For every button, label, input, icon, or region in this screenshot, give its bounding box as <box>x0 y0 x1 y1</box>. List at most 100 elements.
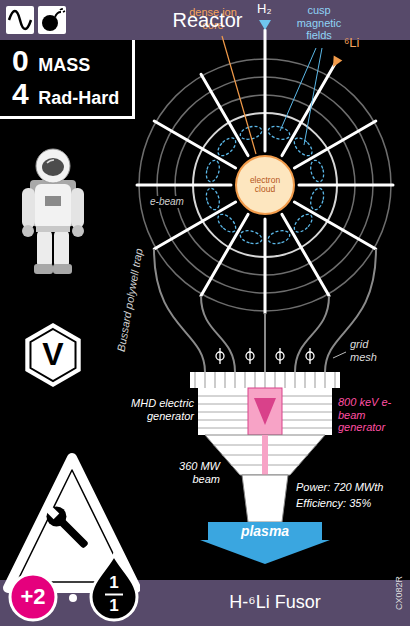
part-label: 800 keV e-beam generator <box>338 396 402 434</box>
core-shape <box>236 156 294 214</box>
fuse-symbol <box>55 12 61 17</box>
icon-tile <box>38 6 66 34</box>
astronaut-visor <box>42 158 64 176</box>
wrench-head <box>42 502 70 530</box>
node-text: H-⁶Li Fusor <box>229 593 320 613</box>
cusp-loop <box>291 135 315 159</box>
node-text: Rad-Hard <box>38 89 122 109</box>
plasma-arrow: plasma <box>200 522 330 564</box>
electrode-symbol <box>279 348 280 364</box>
drop-shape <box>91 555 137 620</box>
thrust-circle: +2 <box>8 572 58 622</box>
cusp-loop <box>267 124 291 141</box>
node-text: 0 <box>12 44 31 77</box>
spec-label: Efficiency: 35% <box>296 497 371 510</box>
astronaut-arm <box>22 188 35 228</box>
mhd-funnel <box>205 435 325 475</box>
bomb-symbol <box>42 15 58 31</box>
hydrogen-tube <box>264 30 267 151</box>
mhd-body <box>198 388 332 435</box>
bomb-icon <box>38 6 66 34</box>
fuel-label: ⁶Li <box>344 36 359 51</box>
beam-channel <box>262 435 268 475</box>
leader-line <box>222 36 256 154</box>
lithium-tube <box>282 64 335 156</box>
astronaut-helmet <box>36 149 70 183</box>
cusp-loop <box>267 229 291 246</box>
grid-wire <box>295 296 329 372</box>
cusp-loop <box>215 211 239 235</box>
astronaut-glove <box>22 225 34 237</box>
grid-wire <box>154 249 205 372</box>
cusp-loop <box>291 211 315 235</box>
cusp-loop <box>309 159 326 183</box>
arrow-shape <box>200 522 330 564</box>
card-name-band: H-⁶Li Fusor <box>140 580 410 626</box>
spec-label: Power: 720 MWth <box>296 481 383 494</box>
grid-spoke <box>137 184 231 187</box>
leader-line <box>333 352 346 358</box>
hexagon-inner <box>30 329 75 381</box>
astronaut-boot <box>34 264 53 274</box>
visor-glint <box>47 160 54 163</box>
grid-spoke <box>299 184 393 187</box>
ebeam-core <box>254 398 276 425</box>
electron-cloud-circle: electron cloud <box>235 155 295 215</box>
grid-spoke <box>154 121 235 168</box>
electrode-symbol <box>309 348 310 364</box>
astronaut-leg <box>37 230 52 268</box>
ebeam-generator <box>248 388 282 435</box>
electrode-symbol <box>249 348 250 364</box>
cusp-loop <box>215 135 239 159</box>
disc-shape <box>10 574 56 620</box>
astronaut-figure <box>22 149 84 274</box>
electrode-symbol <box>219 348 220 364</box>
node-text: plasma <box>241 524 289 539</box>
part-label: Bussard polywell trap <box>114 245 145 354</box>
grid-wire <box>264 313 266 372</box>
node-text: 1 <box>109 597 118 614</box>
spec-label: 360 MW beam <box>168 460 220 485</box>
astronaut-arm <box>71 188 84 228</box>
nozzle <box>242 475 288 522</box>
mesh-stripes <box>195 372 335 388</box>
stats-box: 0MASS4Rad-Hard <box>0 40 135 119</box>
header-bar <box>0 0 410 40</box>
cusp-loop <box>204 159 221 183</box>
astronaut-belt <box>36 226 70 232</box>
part-label: grid mesh <box>348 338 397 363</box>
leader-line <box>280 48 316 131</box>
grid-spoke <box>282 214 329 295</box>
grid-spoke <box>201 74 248 155</box>
class-hexagon: V <box>20 322 86 388</box>
grid-mesh-bar <box>190 372 340 388</box>
cusp-loop <box>204 187 221 211</box>
separator-dot <box>69 594 77 602</box>
fuel-label: H₂ <box>257 2 271 17</box>
grid-spoke <box>154 202 235 249</box>
grid-spoke <box>294 121 375 168</box>
astronaut-glove <box>72 225 84 237</box>
cusp-loop <box>309 187 326 211</box>
grid-spoke <box>201 214 248 295</box>
part-label: e-beam <box>148 196 186 208</box>
spark-symbol <box>60 8 65 12</box>
node-text: MASS <box>38 56 122 76</box>
wave-symbol <box>9 11 31 29</box>
card-title: Reactor <box>70 0 345 40</box>
hexagon-shape <box>25 323 80 387</box>
astronaut-panel <box>45 196 61 206</box>
node-text: electron cloud <box>242 176 288 195</box>
node-text: +2 <box>20 585 45 609</box>
polywell-drawing <box>137 20 393 313</box>
grid-spokes <box>137 30 393 313</box>
electrode-symbols <box>216 348 314 364</box>
grid-spoke <box>264 219 267 313</box>
fraction-bar <box>105 594 123 596</box>
part-label: MHD electric generator <box>118 397 194 422</box>
astronaut-boot <box>53 264 72 274</box>
astronaut-torso <box>35 184 71 230</box>
